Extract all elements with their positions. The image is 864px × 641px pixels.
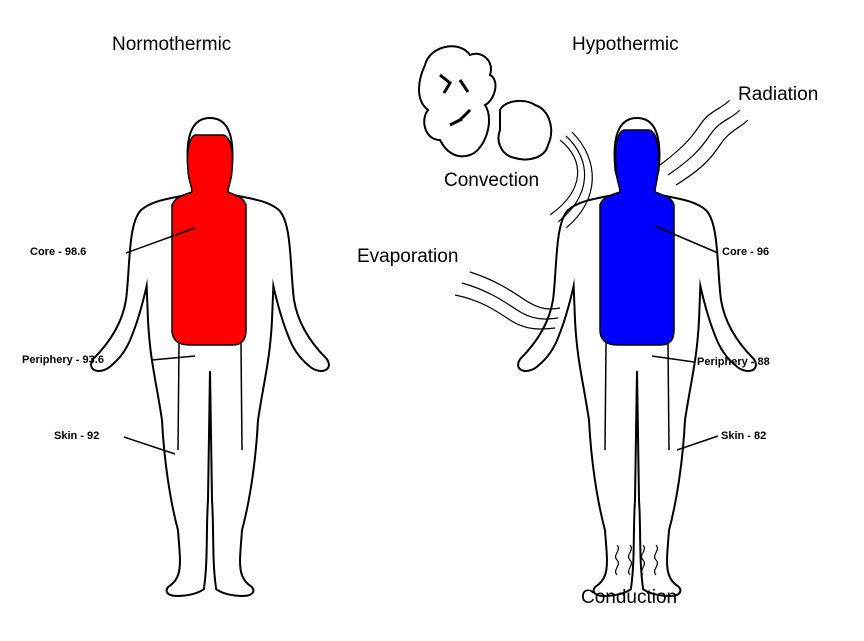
pointer-lines [123,225,719,455]
hypothermic-periphery-label: Periphery - 88 [697,356,770,368]
radiation-waves-icon [659,99,749,186]
hypothermic-core [599,129,675,346]
normothermic-title: Normothermic [112,34,232,55]
evaporation-label: Evaporation [357,246,459,267]
convection-label: Convection [444,170,540,191]
hypothermic-figure [520,120,754,594]
normothermic-skin-label: Skin - 92 [54,430,100,442]
normothermic-figure [93,120,327,594]
evaporation-waves-icon [454,271,561,330]
radiation-label: Radiation [738,84,819,105]
normothermic-periphery-label: Periphery - 93.6 [22,354,104,366]
conduction-waves-icon [614,544,659,576]
hypothermic-title: Hypothermic [572,34,679,55]
hypothermic-skin-label: Skin - 82 [721,430,767,442]
normothermic-core-label: Core - 98.6 [30,246,87,258]
cloud-icon [418,45,553,161]
hypothermic-core-label: Core - 96 [722,246,770,258]
conduction-label: Conduction [581,587,678,608]
convection-arrows-icon [549,131,593,229]
normothermic-core [171,134,247,346]
